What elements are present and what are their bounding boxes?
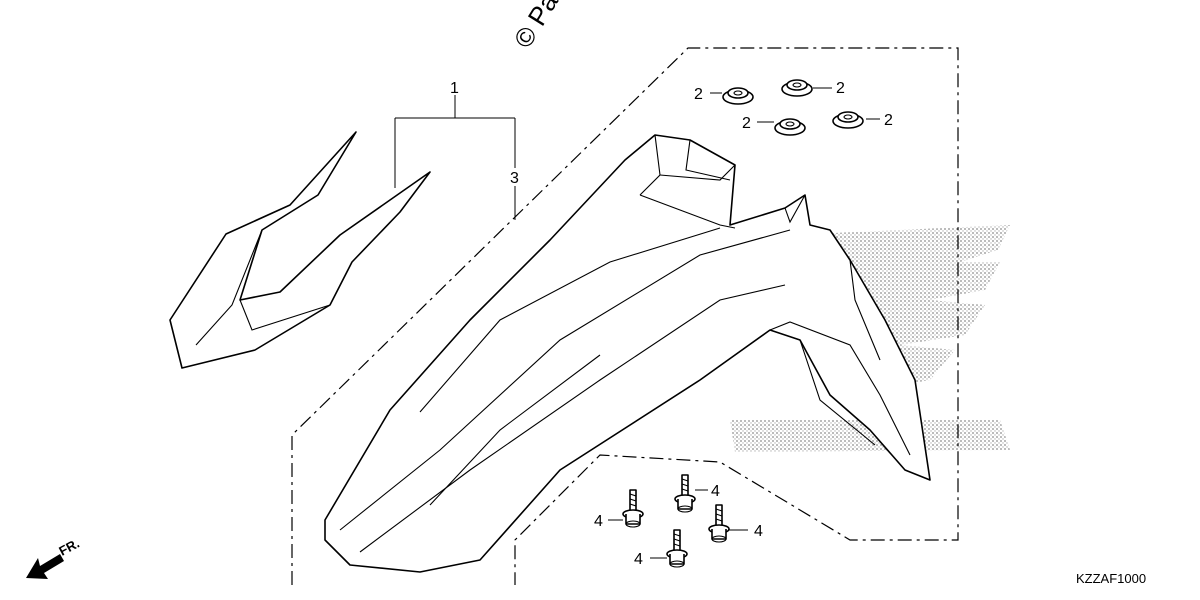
- callout-leaders-1-3: [394, 95, 516, 220]
- front-direction-indicator: FR.: [26, 536, 82, 579]
- bolts: [608, 474, 748, 568]
- watermark: © Par: [508, 0, 569, 53]
- front-arrow-icon: [26, 554, 64, 579]
- bolt-3: [708, 504, 730, 543]
- callout-4-a: 4: [594, 513, 603, 530]
- decal-left: [169, 131, 431, 369]
- callout-4-c: 4: [754, 523, 763, 540]
- fender-decal-set: [169, 131, 431, 369]
- callout-2-a: 2: [694, 86, 703, 103]
- callout-2-d: 2: [884, 112, 893, 129]
- grommets: [710, 79, 880, 136]
- grommet-3: [774, 118, 806, 136]
- callout-4-b: 4: [711, 483, 720, 500]
- grommet-2: [781, 79, 813, 97]
- assembly-boundary: [291, 47, 959, 585]
- bolt-2: [674, 474, 696, 513]
- diagram-code: KZZAF1000: [1076, 571, 1146, 586]
- front-fender: [324, 134, 931, 573]
- callout-2-c: 2: [742, 115, 751, 132]
- callout-4-d: 4: [634, 551, 643, 568]
- fender-body: [324, 134, 931, 573]
- callout-1: 1: [450, 80, 459, 97]
- callout-3: 3: [510, 170, 519, 187]
- grommet-1: [722, 87, 754, 105]
- grommet-4: [832, 111, 864, 129]
- bolt-1: [622, 489, 644, 528]
- bolt-4: [666, 529, 688, 568]
- callout-2-b: 2: [836, 80, 845, 97]
